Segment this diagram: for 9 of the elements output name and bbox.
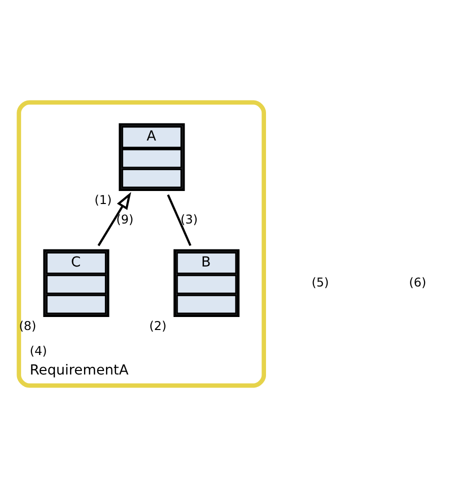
arrow [98,192,132,246]
edge-label: (9) [116,212,134,226]
connector [167,194,192,246]
label: (6) [408,275,426,290]
node-label: (2) [149,319,166,334]
label: (5) [312,275,329,290]
node-label: (4) [30,344,48,358]
edge-label: (3) [180,212,198,226]
node-label: (1) [94,193,112,208]
